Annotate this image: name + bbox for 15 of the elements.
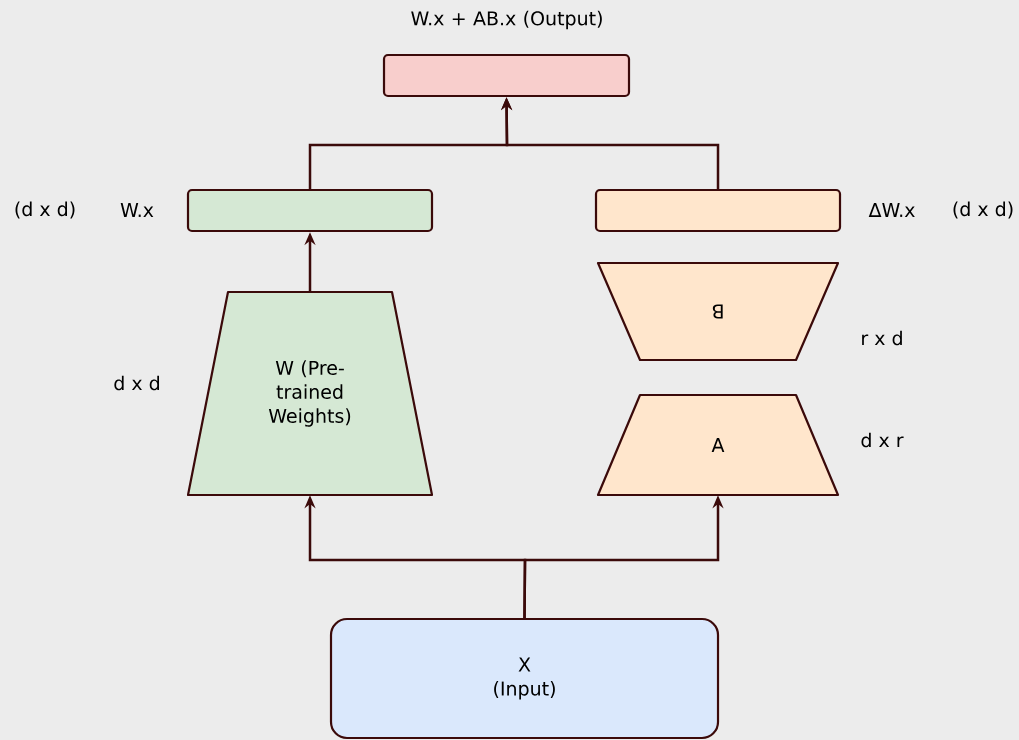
dimension-label: (d x d): [953, 201, 1013, 219]
dimension-label: d x d: [114, 375, 159, 391]
dimension-label: r x d: [862, 330, 902, 346]
dimension-label: (d x d): [15, 201, 75, 219]
layer-box: [186, 188, 434, 233]
layer-box: [594, 188, 842, 233]
matrix-trapezoid: W (Pre-trained Weights): [186, 290, 434, 497]
layer-label: W.x: [120, 203, 154, 217]
layer-box: [382, 53, 631, 98]
matrix-trapezoid: B: [596, 261, 840, 362]
layer-label: W.x + AB.x (Output): [411, 10, 602, 30]
layer-label: ΔW.x: [868, 203, 915, 217]
input-box: X (Input): [329, 617, 720, 740]
dimension-label: d x r: [861, 432, 904, 448]
matrix-trapezoid: A: [596, 393, 840, 497]
